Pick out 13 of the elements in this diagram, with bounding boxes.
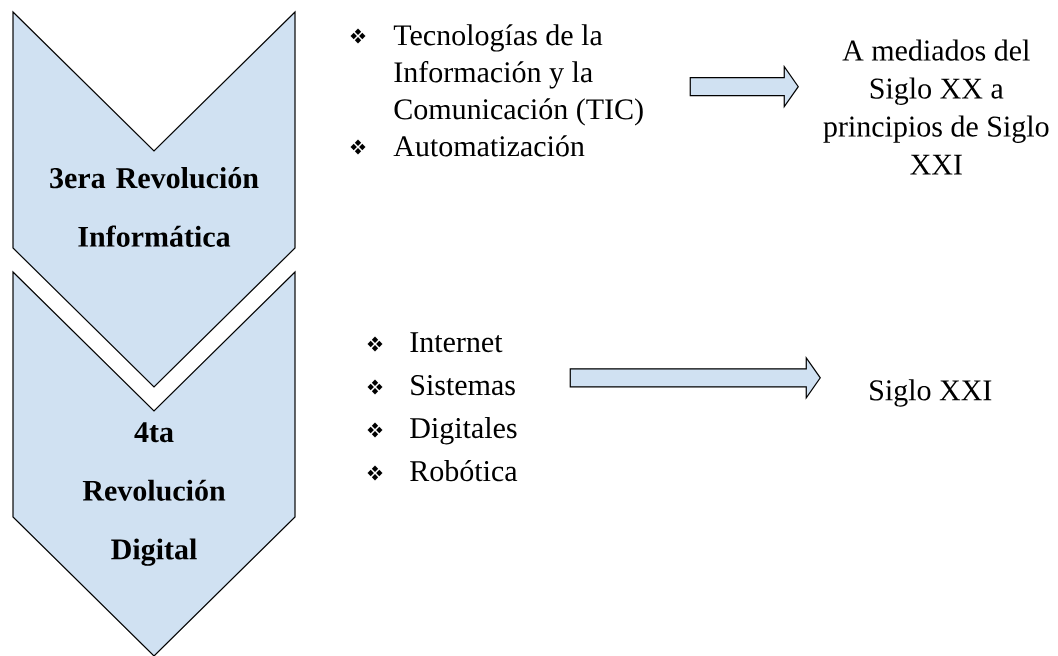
- date-text: Siglo XXI: [870, 379, 992, 407]
- node-label: 4ta Revolución Digital: [82, 422, 226, 566]
- block-arrow: [569, 355, 821, 400]
- list-item: Tecnologías de la Información y la Comunicación (TIC): [393, 24, 643, 126]
- list-item: Sistemas: [411, 375, 515, 396]
- block-arrow: [689, 64, 799, 109]
- list-item: Internet: [410, 332, 503, 353]
- chevron: 3era Revolución Informática: [12, 10, 296, 388]
- list-item: Digitales: [410, 417, 517, 445]
- date-text: A mediados del Siglo XX a principios de Siglo XXI: [823, 39, 1049, 175]
- chevron: 4ta Revolución Digital: [12, 270, 296, 656]
- list-item: Robótica: [410, 460, 518, 482]
- list-item: Automatización: [393, 135, 585, 157]
